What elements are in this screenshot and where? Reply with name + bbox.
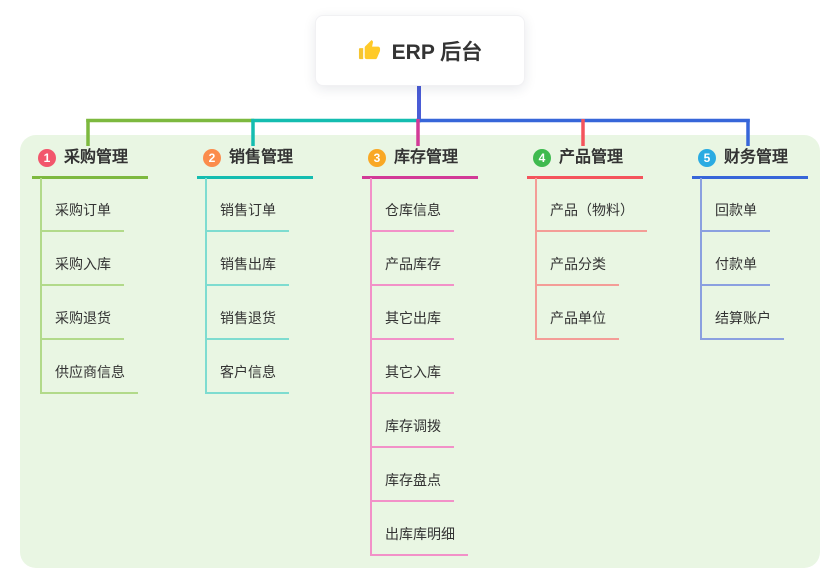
branch-1-child-3[interactable]: 采购退货 bbox=[40, 302, 124, 340]
branch-4-child-1[interactable]: 产品（物料） bbox=[535, 194, 647, 232]
child-label: 结算账户 bbox=[715, 310, 771, 326]
child-label: 采购订单 bbox=[55, 202, 111, 218]
branch-3-child-3[interactable]: 其它出库 bbox=[370, 302, 454, 340]
branch-1-header[interactable]: 1 采购管理 bbox=[32, 145, 148, 179]
branch-3-child-2[interactable]: 产品库存 bbox=[370, 248, 454, 286]
child-label: 产品分类 bbox=[550, 256, 606, 272]
branch-2-header[interactable]: 2 销售管理 bbox=[197, 145, 313, 179]
child-label: 客户信息 bbox=[220, 364, 276, 380]
branch-3-child-6[interactable]: 库存盘点 bbox=[370, 464, 454, 502]
branch-2-label: 销售管理 bbox=[229, 149, 294, 166]
child-label: 供应商信息 bbox=[55, 364, 125, 380]
branch-4-child-2[interactable]: 产品分类 bbox=[535, 248, 619, 286]
branch-3-child-5[interactable]: 库存调拨 bbox=[370, 410, 454, 448]
branch-3-badge: 3 bbox=[368, 149, 386, 167]
child-label: 产品单位 bbox=[550, 310, 606, 326]
branch-3-child-1[interactable]: 仓库信息 bbox=[370, 194, 454, 232]
child-label: 仓库信息 bbox=[385, 202, 441, 218]
branches-panel-background bbox=[20, 135, 820, 568]
child-label: 销售订单 bbox=[220, 202, 276, 218]
branch-4-badge: 4 bbox=[533, 149, 551, 167]
child-label: 付款单 bbox=[715, 256, 757, 272]
branch-5-child-1[interactable]: 回款单 bbox=[700, 194, 770, 232]
branch-2-child-connector-line bbox=[205, 178, 207, 394]
branch-1-child-4[interactable]: 供应商信息 bbox=[40, 356, 138, 394]
branch-5-badge: 5 bbox=[698, 149, 716, 167]
branch-1-child-1[interactable]: 采购订单 bbox=[40, 194, 124, 232]
root-label: ERP 后台 bbox=[391, 40, 483, 64]
child-label: 其它出库 bbox=[385, 310, 441, 326]
child-label: 出库库明细 bbox=[385, 526, 455, 542]
child-label: 库存盘点 bbox=[385, 472, 441, 488]
branch-1-badge: 1 bbox=[38, 149, 56, 167]
child-label: 采购入库 bbox=[55, 256, 111, 272]
child-label: 产品（物料） bbox=[550, 202, 634, 218]
child-label: 产品库存 bbox=[385, 256, 441, 272]
branch-4-child-connector-line bbox=[535, 178, 537, 340]
branch-5-label: 财务管理 bbox=[724, 149, 789, 166]
branch-3-child-connector-line bbox=[370, 178, 372, 556]
branch-3-header[interactable]: 3 库存管理 bbox=[362, 145, 478, 179]
child-label: 采购退货 bbox=[55, 310, 111, 326]
branch-2-child-1[interactable]: 销售订单 bbox=[205, 194, 289, 232]
branch-4-child-3[interactable]: 产品单位 bbox=[535, 302, 619, 340]
branch-2-child-2[interactable]: 销售出库 bbox=[205, 248, 289, 286]
branch-3-child-4[interactable]: 其它入库 bbox=[370, 356, 454, 394]
branch-1-child-2[interactable]: 采购入库 bbox=[40, 248, 124, 286]
branch-5-child-2[interactable]: 付款单 bbox=[700, 248, 770, 286]
branch-3-label: 库存管理 bbox=[394, 149, 459, 166]
branch-2-badge: 2 bbox=[203, 149, 221, 167]
branch-5-child-connector-line bbox=[700, 178, 702, 340]
child-label: 销售退货 bbox=[220, 310, 276, 326]
child-label: 销售出库 bbox=[220, 256, 276, 272]
branch-5-child-3[interactable]: 结算账户 bbox=[700, 302, 784, 340]
branch-2-child-4[interactable]: 客户信息 bbox=[205, 356, 289, 394]
child-label: 其它入库 bbox=[385, 364, 441, 380]
root-node[interactable]: ERP 后台 bbox=[315, 15, 525, 86]
child-label: 回款单 bbox=[715, 202, 757, 218]
branch-1-child-connector-line bbox=[40, 178, 42, 394]
branch-2-child-3[interactable]: 销售退货 bbox=[205, 302, 289, 340]
branch-3-child-7[interactable]: 出库库明细 bbox=[370, 518, 468, 556]
branch-4-label: 产品管理 bbox=[559, 149, 624, 166]
child-label: 库存调拨 bbox=[385, 418, 441, 434]
branch-4-header[interactable]: 4 产品管理 bbox=[527, 145, 643, 179]
thumbs-up-icon bbox=[358, 39, 381, 62]
branch-5-header[interactable]: 5 财务管理 bbox=[692, 145, 808, 179]
branch-1-label: 采购管理 bbox=[64, 149, 129, 166]
